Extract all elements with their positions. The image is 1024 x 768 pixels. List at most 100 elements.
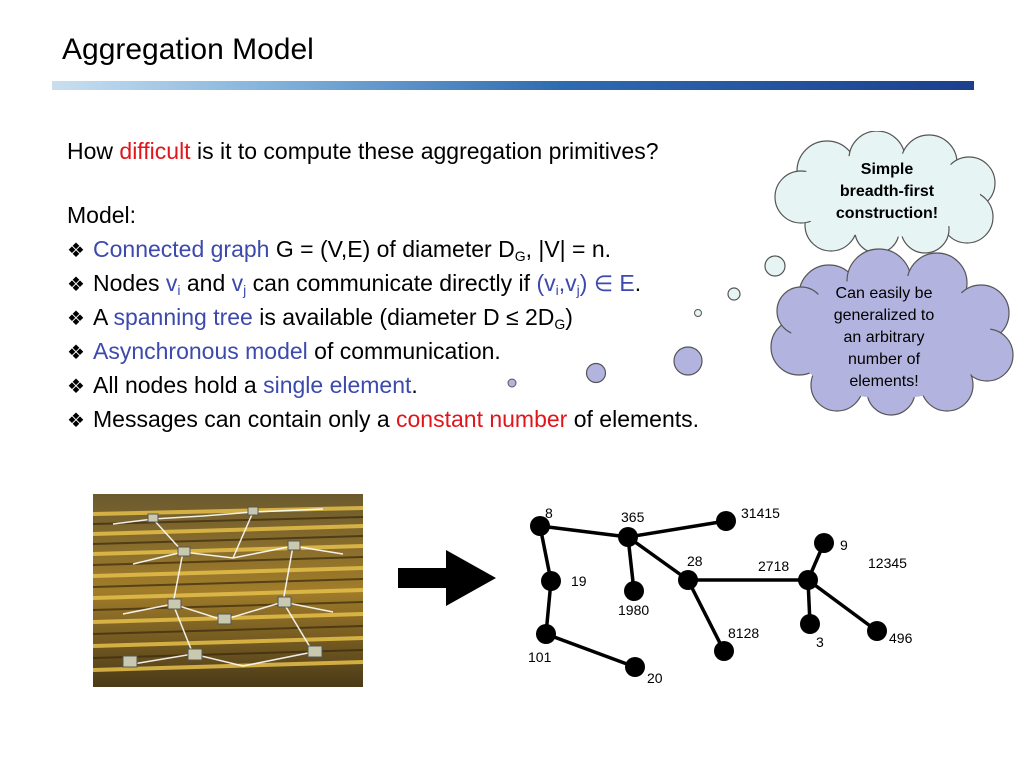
model-label: Model:	[67, 202, 137, 228]
tree-label: 19	[571, 573, 587, 589]
sensor-field-image	[93, 494, 363, 687]
spanning-tree-diagram: 8 365 31415 19 28 2718 9 12345 1980 8128…	[528, 505, 913, 686]
tree-edge	[686, 579, 726, 652]
tree-node	[867, 621, 887, 641]
bullet-messages: ❖ Messages can contain only a constant nu…	[67, 402, 699, 436]
diameter-text: is available (diameter D ≤ 2D	[252, 304, 555, 330]
diamond-bullet-icon: ❖	[67, 308, 85, 330]
tree-edge	[539, 524, 629, 539]
question-highlight: difficult	[119, 138, 191, 164]
and-text: and	[180, 270, 232, 296]
diamond-bullet-icon: ❖	[67, 376, 85, 398]
tree-edge	[806, 578, 879, 633]
diamond-bullet-icon: ❖	[67, 410, 85, 432]
subscript-g: G	[554, 316, 566, 332]
callout-simple-text: Simple breadth-first construction!	[797, 159, 977, 225]
bullet-nodes-communicate: ❖Nodes vi and vj can communicate directl…	[67, 266, 699, 300]
bullet-async-model: ❖ Asynchronous model of communication.	[67, 334, 699, 368]
nodes-hold-text: All nodes hold a	[93, 372, 264, 398]
period: .	[411, 372, 418, 398]
term-single-element: single element	[263, 372, 412, 398]
edge-pair-mid: ,v	[558, 270, 577, 296]
question-text-end: is it to compute these aggregation primi…	[190, 138, 659, 164]
edge-subscript-j: j	[576, 282, 580, 298]
term-async-model: Asynchronous model	[93, 338, 308, 364]
callout-line: breadth-first	[839, 183, 935, 200]
callout-line: Can easily be	[835, 285, 933, 302]
spanning-text-start: A	[93, 304, 114, 330]
elements-text: of elements.	[567, 406, 700, 432]
tree-node	[678, 570, 698, 590]
title-underline-bar	[52, 81, 974, 90]
tree-label: 12345	[868, 555, 907, 571]
diameter-close: )	[565, 304, 573, 330]
edge-pair-close: )	[579, 270, 588, 296]
tree-node	[541, 571, 561, 591]
callout-general: Can easily be generalized to an arbitrar…	[767, 247, 1017, 422]
tree-label: 20	[647, 670, 663, 686]
bullet-single-element: ❖ All nodes hold a single element.	[67, 368, 699, 402]
bubble-dot-small-2	[507, 378, 517, 388]
graph-definition: G = (V,E) of diameter D	[269, 236, 515, 262]
element-of-symbol: ∈	[593, 271, 613, 296]
diamond-bullet-icon: ❖	[67, 240, 85, 262]
communicate-text: can communicate directly if	[246, 270, 537, 296]
subscript-j: j	[243, 282, 247, 298]
sensor-field-photo	[93, 494, 363, 687]
tree-label: 8128	[728, 625, 759, 641]
right-arrow-icon	[398, 550, 496, 606]
period: .	[634, 270, 642, 296]
diamond-bullet-icon: ❖	[67, 342, 85, 364]
diamond-bullet-icon: ❖	[67, 274, 85, 296]
edge-subscript-i: i	[555, 282, 559, 298]
tree-label: 496	[889, 630, 913, 646]
bubble-dot-large-2	[673, 346, 703, 376]
tree-node	[798, 570, 818, 590]
term-constant-number: constant number	[396, 406, 568, 432]
tree-label: 2718	[758, 558, 789, 574]
bullet-connected-graph: ❖ Connected graph G = (V,E) of diameter D…	[67, 232, 699, 266]
question-line: How difficult is it to compute these agg…	[67, 134, 699, 168]
tree-label: 3	[816, 634, 824, 650]
callout-simple: Simple breadth-first construction!	[767, 130, 1007, 260]
bubble-dot-medium-2	[585, 362, 607, 384]
tree-edge	[545, 632, 636, 669]
edge-pair-open: (v	[536, 270, 556, 296]
communication-text: of communication.	[307, 338, 501, 364]
question-text-start: How	[67, 138, 120, 164]
node-vi: v	[165, 270, 178, 296]
tree-node	[800, 614, 820, 634]
term-spanning-tree: spanning tree	[113, 304, 253, 330]
tree-node	[814, 533, 834, 553]
messages-text: Messages can contain only a	[93, 406, 397, 432]
cloud-shape	[770, 248, 1014, 416]
bubble-dot-large	[764, 255, 786, 277]
tree-label: 9	[840, 537, 848, 553]
tree-label: 101	[528, 649, 552, 665]
callout-line: elements!	[849, 373, 919, 390]
tree-node	[618, 527, 638, 547]
tree-edge	[627, 519, 727, 539]
bubble-dot-medium	[727, 287, 741, 301]
slide-title: Aggregation Model	[62, 33, 314, 66]
tree-label: 8	[545, 505, 553, 521]
subscript-i: i	[177, 282, 181, 298]
tree-node	[716, 511, 736, 531]
term-connected-graph: Connected graph	[93, 236, 270, 262]
bullet-spanning-tree: ❖ A spanning tree is available (diameter …	[67, 300, 699, 334]
tree-node	[625, 657, 645, 677]
edge-set: E	[619, 270, 635, 296]
tree-label: 28	[687, 553, 703, 569]
edge-pair: (vi,vj) ∈ E	[536, 270, 635, 298]
node-vj: v	[231, 270, 244, 296]
tree-node	[714, 641, 734, 661]
slide-body: How difficult is it to compute these agg…	[67, 134, 699, 436]
tree-label: 31415	[741, 505, 780, 521]
callout-line: number of	[847, 351, 921, 368]
callout-general-text: Can easily be generalized to an arbitrar…	[789, 283, 979, 393]
callout-line: an arbitrary	[843, 329, 925, 346]
graph-size: , |V| = n.	[525, 236, 612, 262]
tree-node	[536, 624, 556, 644]
callout-line: Simple	[860, 161, 914, 178]
